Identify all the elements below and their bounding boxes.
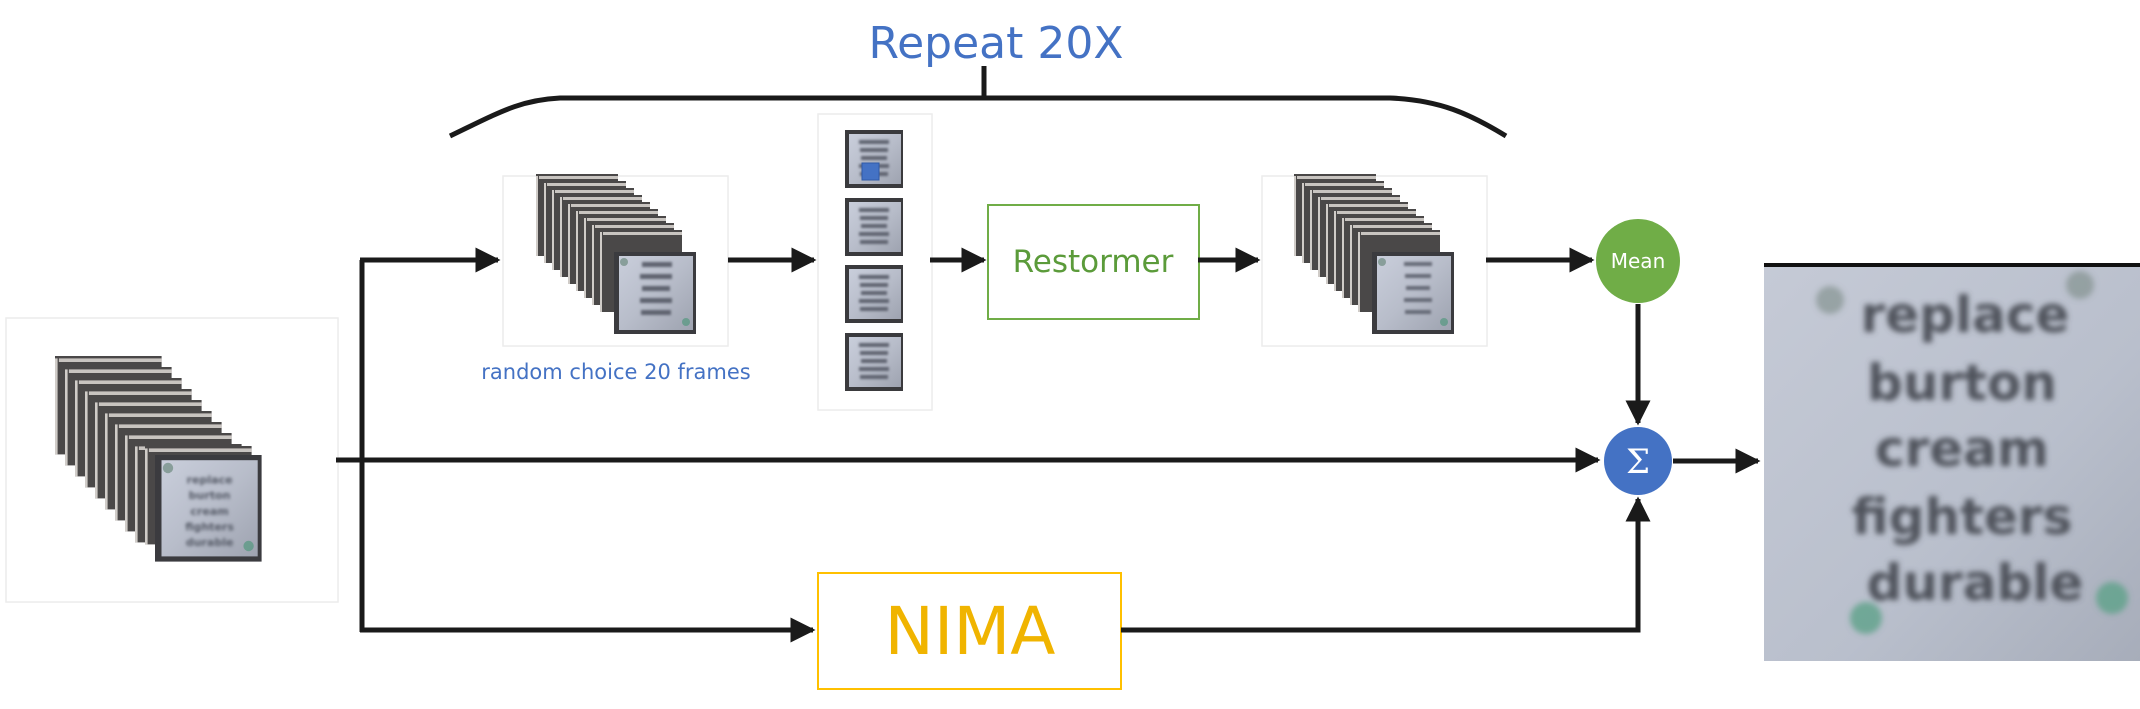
frame-word-3: cream xyxy=(190,505,228,518)
output-word-1: replace xyxy=(1861,286,2070,344)
sum-symbol: Σ xyxy=(1626,442,1650,482)
restored-frames-panel xyxy=(1261,174,1488,347)
output-word-5: durable xyxy=(1867,554,2084,612)
sum-node xyxy=(1604,427,1672,495)
arrow-nima-to-sum xyxy=(1121,496,1651,633)
nima-label: NIMA xyxy=(885,593,1056,670)
restormer-label: Restormer xyxy=(1013,244,1174,280)
frame-word-2: burton xyxy=(189,489,231,502)
connectors xyxy=(336,247,1761,643)
repeat-label: Repeat 20X xyxy=(869,18,1124,69)
patch-thumb-1 xyxy=(845,130,903,188)
frame-word-1: replace xyxy=(187,474,233,487)
output-word-4: fighters xyxy=(1852,488,2073,546)
mean-label: Mean xyxy=(1611,249,1666,273)
frame-word-5: durable xyxy=(186,536,234,549)
input-frame-stack: replace burton cream fighters durable xyxy=(55,356,262,562)
random-choice-label: random choice 20 frames xyxy=(481,360,750,384)
repeat-brace xyxy=(448,66,1508,139)
input-frames-panel: replace burton cream fighters durable xyxy=(5,317,339,603)
patch-column-panel xyxy=(817,113,933,411)
restormer-box xyxy=(987,204,1200,320)
output-image: replace burton cream fighters durable xyxy=(1764,263,2140,661)
patch-thumb-4 xyxy=(845,333,903,391)
patch-thumb-3 xyxy=(845,265,903,323)
output-word-2: burton xyxy=(1867,354,2057,412)
patch-thumb-2 xyxy=(845,198,903,256)
mean-node xyxy=(1596,219,1680,303)
random-frames-panel xyxy=(502,174,729,347)
output-word-3: cream xyxy=(1875,420,2049,478)
frame-word-4: fighters xyxy=(185,520,234,533)
